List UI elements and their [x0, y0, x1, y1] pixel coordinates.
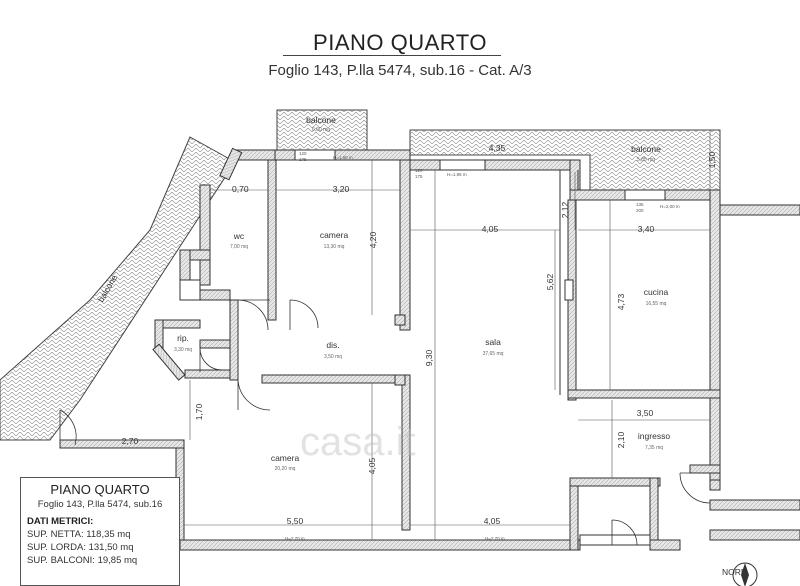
room-area-balcone-top: 6,00 mq: [312, 127, 330, 133]
dim-4-05-bottom: 4,05: [484, 516, 501, 526]
room-name-sala: sala: [485, 337, 501, 347]
room-area-cucina: 16,55 mq: [646, 301, 667, 307]
title-underline: [283, 55, 501, 56]
room-name-rip: rip.: [177, 333, 189, 343]
window-sill-labels: H=1,90 m H=1,95 m H=2,00 m H=2,70 m H=2,…: [285, 151, 680, 541]
room-name-balcone-right: balcone: [631, 144, 661, 154]
window-width-2: 120: [415, 168, 423, 173]
room-name-balcone-top: balcone: [306, 115, 336, 125]
legend-row-gross: SUP. LORDA: 131,50 mq: [27, 542, 134, 553]
sill-label-5: H=2,70 m: [485, 536, 505, 541]
window-width-1: 120: [299, 151, 307, 156]
legend-title: PIANO QUARTO: [50, 482, 150, 497]
dim-4-73: 4,73: [616, 293, 626, 310]
balcony-top: [276, 109, 368, 154]
north-arrow: NORD: [722, 562, 758, 586]
north-pointer-icon: [741, 563, 749, 586]
dim-2-12: 2,12: [560, 201, 570, 218]
dim-1-70: 1,70: [194, 403, 204, 420]
room-name-camera-1: camera: [320, 230, 349, 240]
dim-9-30: 9,30: [424, 349, 434, 366]
window-width-3: 135: [636, 202, 644, 207]
sill-label-2: H=1,95 m: [447, 172, 467, 177]
dim-3-50: 3,50: [637, 408, 654, 418]
sill-label-1: H=1,90 m: [333, 155, 353, 160]
room-name-dis: dis.: [326, 340, 339, 350]
legend-row-balconies: SUP. BALCONI: 19,85 mq: [27, 555, 138, 566]
room-area-camera-2: 20,20 mq: [275, 466, 296, 472]
sill-label-4: H=2,70 m: [285, 536, 305, 541]
room-area-sala: 37,65 mq: [483, 351, 504, 357]
dim-4-20: 4,20: [368, 231, 378, 248]
plan-title: PIANO QUARTO: [313, 30, 487, 55]
room-area-ingresso: 7,35 mq: [645, 445, 663, 451]
legend-row-net: SUP. NETTA: 118,35 mq: [27, 529, 131, 540]
balcony-left: [0, 136, 236, 441]
dim-5-62: 5,62: [545, 273, 555, 290]
dimension-lines: [75, 130, 711, 540]
dim-5-50: 5,50: [287, 516, 304, 526]
window-height-1: 175: [299, 157, 307, 162]
room-area-wc: 7,00 mq: [230, 244, 248, 250]
dim-2-70: 2,70: [122, 436, 139, 446]
partitions: [179, 149, 666, 546]
walls: [59, 147, 800, 551]
room-area-rip: 3,30 mq: [174, 347, 192, 353]
dim-4-05-top: 4,05: [482, 224, 499, 234]
dim-2-10: 2,10: [616, 431, 626, 448]
room-name-cucina: cucina: [644, 287, 669, 297]
room-area-camera-1: 13,30 mq: [324, 244, 345, 250]
north-label: NORD: [722, 567, 747, 577]
dim-0-70: 0,70: [232, 184, 249, 194]
metrics-legend-box: PIANO QUARTO Foglio 143, P.lla 5474, sub…: [20, 477, 180, 586]
window-height-2: 175: [415, 174, 423, 179]
door-swings: [59, 299, 711, 546]
window-height-3: 200: [636, 208, 644, 213]
dim-4-05-mid: 4,05: [367, 457, 377, 474]
room-area-dis: 3,50 mq: [324, 354, 342, 360]
legend-header: DATI METRICI:: [27, 516, 94, 527]
watermark-text: casa.it: [300, 420, 416, 464]
dim-3-40: 3,40: [638, 224, 655, 234]
room-name-ingresso: ingresso: [638, 431, 670, 441]
room-area-balcone-right: 5,85 mq: [637, 157, 655, 163]
dim-3-20: 3,20: [333, 184, 350, 194]
room-name-camera-2: camera: [271, 453, 300, 463]
plan-subtitle: Foglio 143, P.lla 5474, sub.16 - Cat. A/…: [268, 62, 532, 79]
dim-1-50: 1,50: [707, 151, 717, 168]
sill-label-3: H=2,00 m: [660, 204, 680, 209]
legend-subtitle: Foglio 143, P.lla 5474, sub.16: [37, 499, 163, 510]
room-name-wc: wc: [233, 231, 245, 241]
room-labels: balcone 6,00 mq balcone 5,85 mq balcone …: [96, 115, 671, 472]
dimension-labels: 0,70 3,20 4,20 4,35 1,50 2,12 4,05 3,40 …: [122, 143, 717, 526]
dim-4-35: 4,35: [489, 143, 506, 153]
